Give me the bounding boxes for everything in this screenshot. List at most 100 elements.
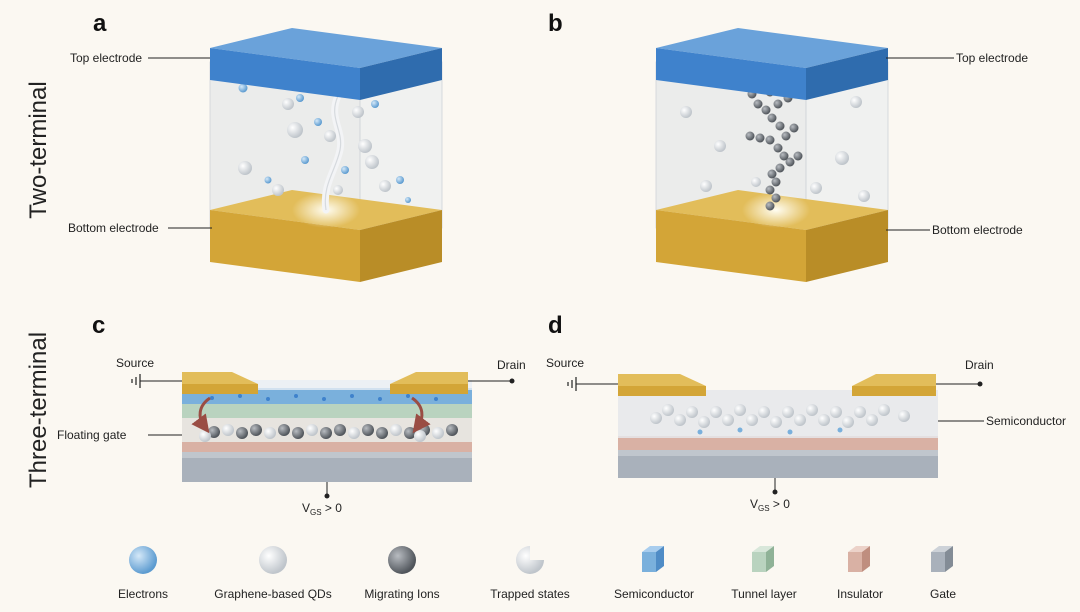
panel-c-drain-terminal (509, 378, 515, 384)
panel-d-gate (618, 454, 938, 478)
panel-c-electrons (210, 394, 438, 401)
trapped-state (365, 155, 379, 169)
legend: Electrons Graphene-based QDs Migrating I… (118, 546, 956, 601)
panel-a-letter: a (93, 10, 107, 37)
graphene-qd (282, 98, 294, 110)
panel-d-vgs: VGS > 0 (750, 497, 790, 513)
panel-a-bottom-electrode-front (210, 210, 360, 282)
graphene-qd-icon (259, 546, 287, 574)
panel-a-top-electrode-top (210, 28, 442, 68)
panel-b-top-electrode-front (656, 48, 806, 100)
legend-label-qds: Graphene-based QDs (214, 587, 331, 601)
panel-c-insulator (182, 440, 472, 452)
graphene-qd (835, 151, 849, 165)
graphene-qd (199, 430, 211, 442)
panel-a-bottom-label: Bottom electrode (68, 221, 159, 235)
electron (341, 166, 349, 174)
graphene-qd (358, 139, 372, 153)
legend-item-qds: Graphene-based QDs (214, 546, 332, 601)
graphene-qd (810, 182, 822, 194)
panel-d-gate-terminal (772, 489, 778, 495)
legend-item-insulator: Insulator (837, 546, 883, 601)
panel-a-top-electrode-side (360, 48, 442, 100)
panel-d-drain-label: Drain (965, 358, 994, 372)
trapped-state (238, 161, 252, 175)
panel-d-drain-electrode (852, 386, 936, 396)
panel-c-source-electrode (182, 384, 258, 394)
panel-b-glow (742, 192, 810, 228)
panel-d-letter: d (548, 312, 563, 339)
panel-a-top-label: Top electrode (70, 51, 142, 65)
panel-c-side-label: Floating gate (57, 428, 127, 442)
panel-c-gate (182, 456, 472, 482)
panel-c-tunnel-layer (182, 402, 472, 418)
panel-b-top-electrode-top (656, 28, 888, 68)
electron (296, 94, 304, 102)
legend-label-electrons: Electrons (118, 587, 168, 601)
panel-c-source-label: Source (116, 356, 154, 370)
graphene-qd (352, 106, 364, 118)
panel-a: a Top (68, 10, 443, 282)
panel-d-semiconductor (618, 390, 938, 438)
electron (264, 176, 272, 184)
panel-b-bottom-electrode-front (656, 210, 806, 282)
panel-b-bottom-electrode-side (806, 210, 888, 282)
panel-b-top-label: Top electrode (956, 51, 1028, 65)
legend-item-gate: Gate (930, 546, 956, 601)
legend-item-trapped: Trapped states (490, 546, 570, 601)
row-label-two-terminal: Two-terminal (25, 81, 52, 218)
legend-item-electrons: Electrons (118, 546, 168, 601)
legend-item-semiconductor: Semiconductor (614, 546, 694, 601)
legend-item-tunnel: Tunnel layer (731, 546, 797, 601)
panel-b: b (548, 10, 1028, 282)
legend-label-gate: Gate (930, 587, 956, 601)
graphene-qd (324, 130, 336, 142)
graphene-qd (333, 185, 343, 195)
graphene-qd (680, 106, 692, 118)
gate-cube-icon (931, 552, 945, 572)
trapped-state (287, 122, 303, 138)
legend-label-semiconductor: Semiconductor (614, 587, 694, 601)
panel-c-drain-electrode (390, 384, 468, 394)
panel-d-source-electrode (618, 386, 706, 396)
tunnel-layer-cube-icon (752, 552, 766, 572)
electron (396, 176, 404, 184)
electron-icon (129, 546, 157, 574)
panel-a-top-electrode-front (210, 48, 360, 100)
trapped-state-icon (516, 546, 544, 574)
panel-d-source-label: Source (546, 356, 584, 370)
graphene-qd (272, 184, 284, 196)
semiconductor-cube-icon (642, 552, 656, 572)
graphene-qd (858, 190, 870, 202)
panel-a-bottom-electrode-side (360, 210, 442, 282)
migrating-ion-icon (388, 546, 416, 574)
insulator-cube-icon (848, 552, 862, 572)
graphene-qd (714, 140, 726, 152)
panel-c: c (57, 312, 526, 517)
panel-c-vgs: VGS > 0 (302, 501, 342, 517)
electron (371, 100, 379, 108)
panel-b-letter: b (548, 10, 563, 37)
panel-d-side-label: Semiconductor (986, 414, 1066, 428)
legend-item-ions: Migrating Ions (364, 546, 440, 601)
panel-b-bottom-label: Bottom electrode (932, 223, 1023, 237)
panel-b-top-electrode-side (806, 48, 888, 100)
row-label-three-terminal: Three-terminal (25, 332, 52, 488)
panel-c-gate-terminal (324, 493, 330, 499)
legend-label-insulator: Insulator (837, 587, 883, 601)
graphene-qd (700, 180, 712, 192)
panel-d-insulator (618, 436, 938, 450)
panel-c-arrow-right (411, 396, 431, 434)
electron (301, 156, 309, 164)
panel-c-arrow-left (191, 396, 211, 434)
graphene-qd (414, 430, 426, 442)
electron (238, 83, 248, 93)
panel-c-letter: c (92, 312, 105, 339)
legend-label-tunnel: Tunnel layer (731, 587, 797, 601)
panel-d-drain-terminal (977, 381, 983, 387)
panel-d-qd-cluster (650, 404, 910, 435)
panel-d: d Source Drain (546, 312, 1066, 513)
graphene-qd (379, 180, 391, 192)
legend-label-ions: Migrating Ions (364, 587, 439, 601)
